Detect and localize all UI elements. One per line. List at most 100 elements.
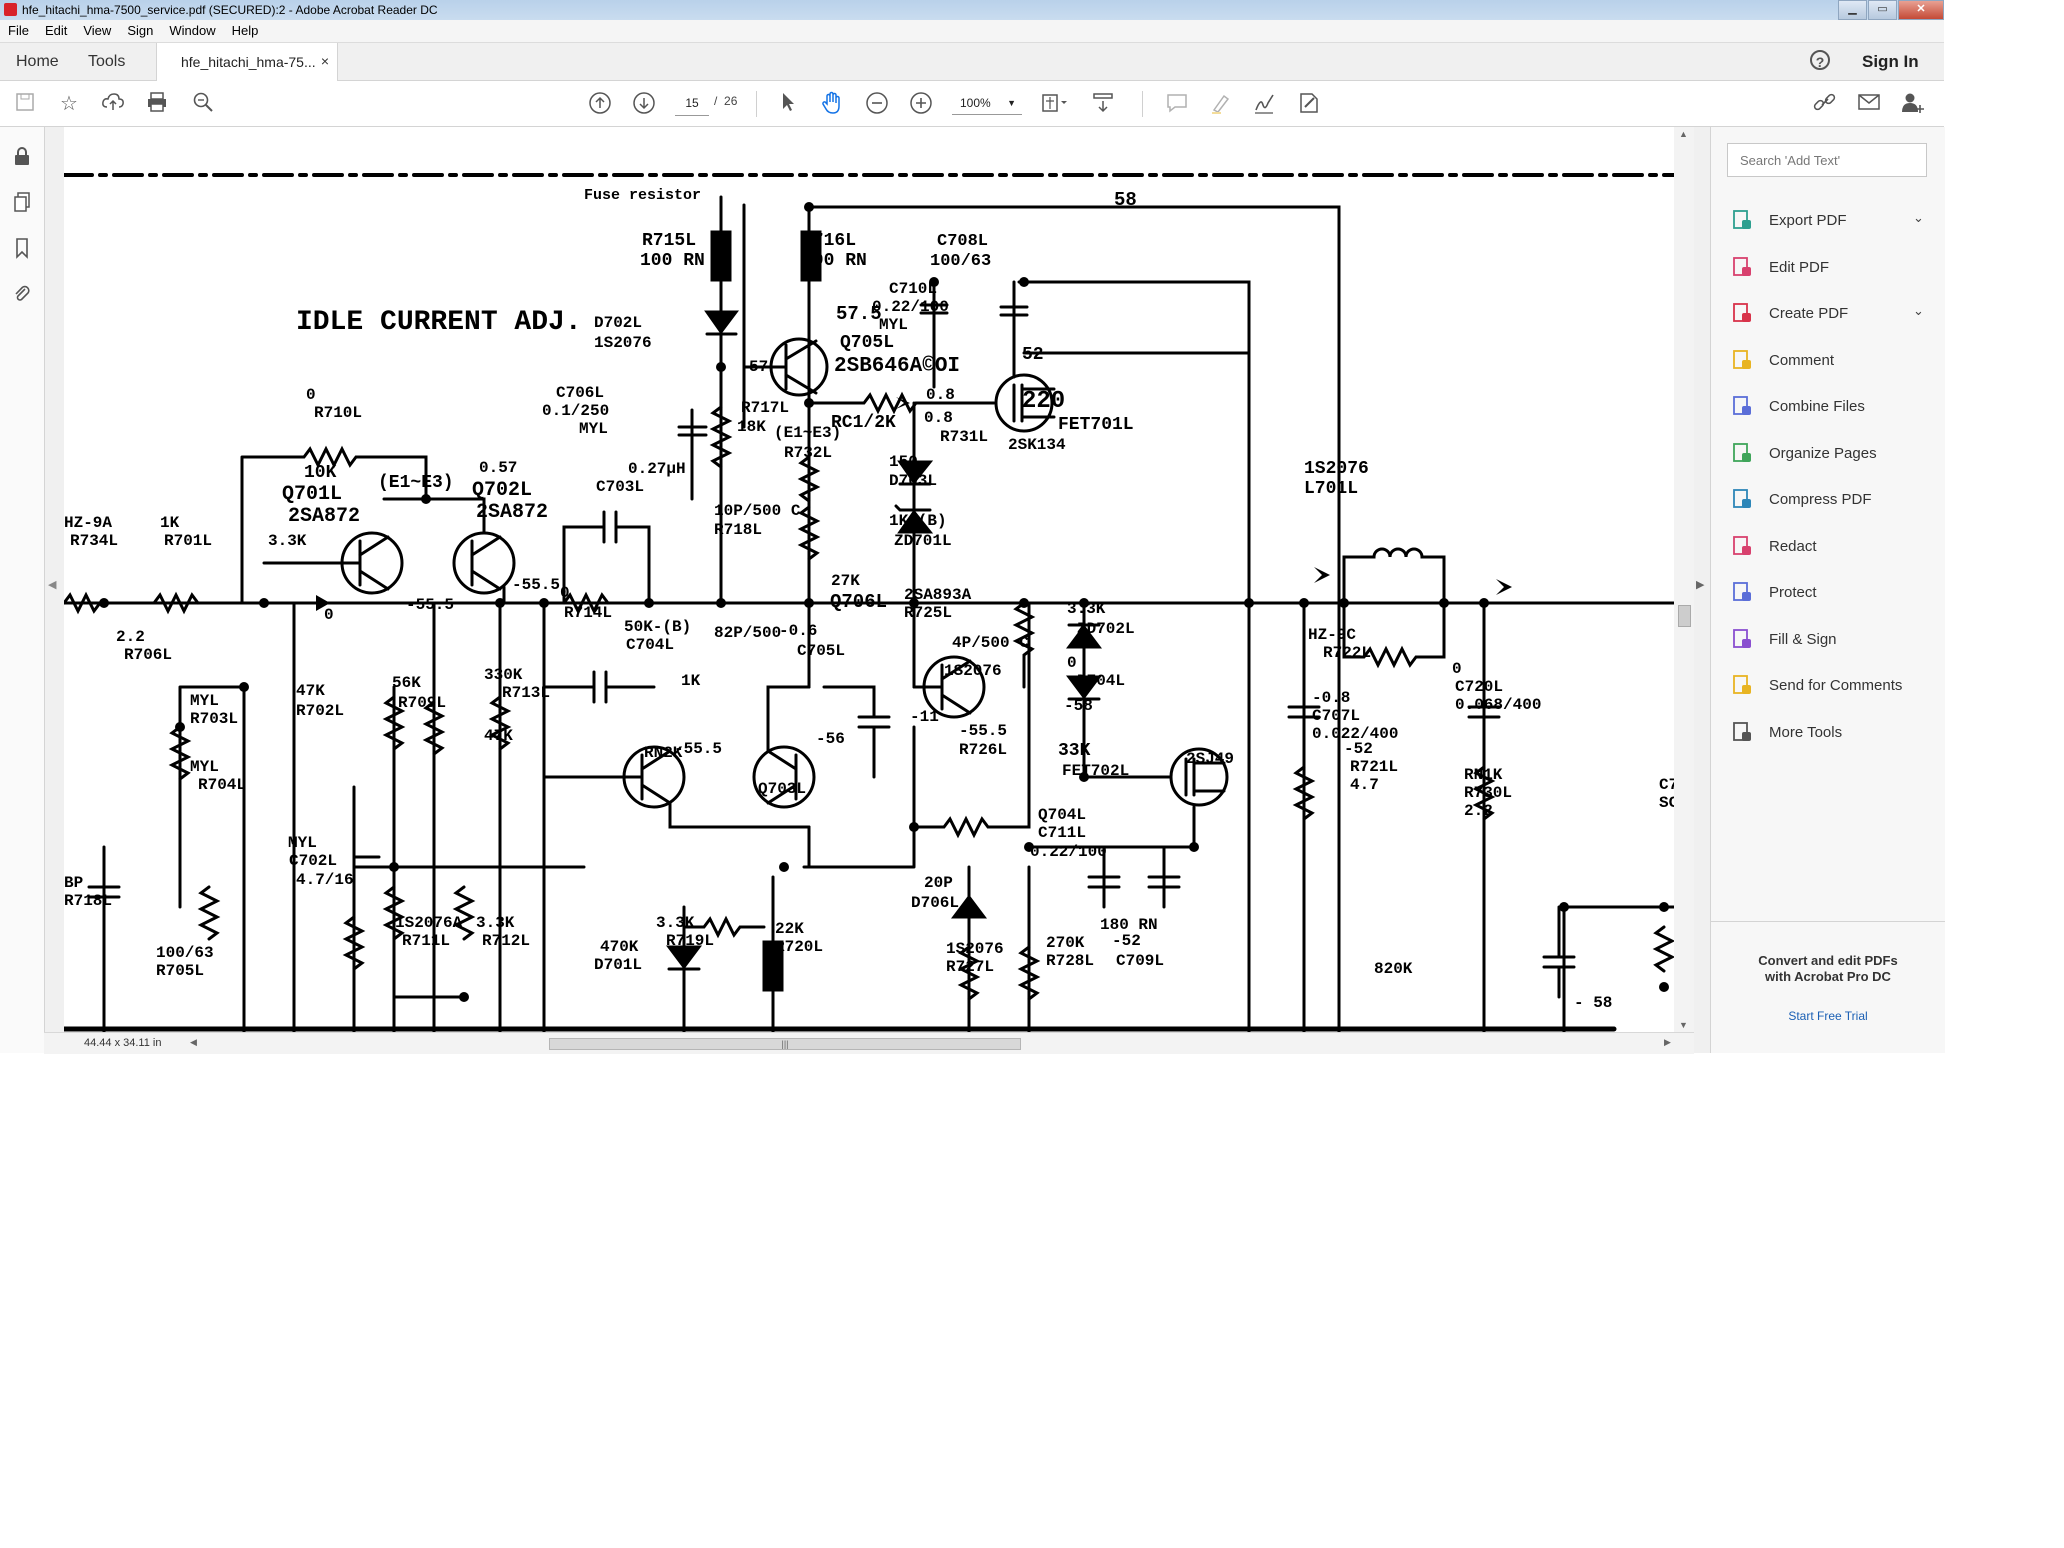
maximize-button[interactable]: ▭ [1868, 0, 1897, 20]
schematic-label: 0.1/250 [542, 402, 609, 420]
tool-create-pdf[interactable]: Create PDF⌄ [1731, 294, 1941, 334]
menu-help[interactable]: Help [231, 23, 259, 38]
comment-icon[interactable] [1164, 91, 1190, 117]
schematic-label: D701L [594, 956, 642, 974]
close-tab-icon[interactable]: × [320, 53, 329, 69]
schematic-label: SC [1659, 794, 1674, 812]
vertical-scrollbar[interactable]: ▲ ▼ [1674, 127, 1694, 1032]
zoom-out-icon[interactable] [864, 91, 890, 117]
start-free-trial-link[interactable]: Start Free Trial [1788, 1009, 1868, 1023]
menu-sign[interactable]: Sign [127, 23, 154, 38]
help-icon[interactable]: ? [1810, 50, 1830, 70]
tool-organize-pages[interactable]: Organize Pages [1731, 434, 1941, 474]
vertical-scroll-thumb[interactable] [1678, 605, 1691, 627]
close-window-button[interactable]: ✕ [1898, 0, 1944, 20]
tool-combine-files[interactable]: Combine Files [1731, 387, 1941, 427]
scroll-right-icon[interactable]: ▶ [1664, 1037, 1671, 1047]
compress-pdf-icon [1731, 488, 1753, 510]
tool-search-input[interactable]: Search 'Add Text' [1727, 143, 1927, 177]
page-down-icon[interactable] [631, 91, 657, 117]
highlight-icon[interactable] [1208, 91, 1234, 117]
tool-comment[interactable]: Comment [1731, 341, 1941, 381]
schematic-label: BP [64, 874, 83, 892]
schematic-label: RN2K [644, 744, 683, 762]
star-icon[interactable]: ☆ [60, 93, 78, 115]
schematic-label: 0.57 [479, 459, 517, 477]
schematic-label: 2SJ49 [1186, 750, 1234, 768]
tab-home[interactable]: Home [16, 53, 59, 70]
chevron-down-icon[interactable]: ⌄ [1913, 210, 1924, 225]
schematic-label: R730L [1464, 784, 1512, 802]
menu-file[interactable]: File [8, 23, 29, 38]
menu-view[interactable]: View [83, 23, 112, 38]
menu-edit[interactable]: Edit [44, 23, 68, 38]
zoom-level-select[interactable]: 100%▼ [952, 91, 1022, 115]
schematic-label: 58 [1114, 189, 1137, 211]
fit-page-icon[interactable] [1040, 91, 1067, 117]
tool-protect[interactable]: Protect [1731, 573, 1941, 613]
share-link-icon[interactable] [1812, 91, 1838, 117]
tool-send-for-comments[interactable]: Send for Comments [1731, 666, 1941, 706]
bookmark-icon[interactable] [10, 237, 34, 261]
schematic-label: 47K [484, 727, 513, 745]
hand-icon[interactable] [819, 91, 845, 117]
schematic-label: 0 [324, 606, 334, 624]
tool-label: Redact [1769, 537, 1817, 555]
expand-right-pane-icon[interactable]: ▶ [1696, 579, 1705, 591]
sign-icon[interactable] [1252, 91, 1278, 117]
menu-window[interactable]: Window [169, 23, 216, 38]
collapse-left-pane-icon[interactable]: ◀ [48, 579, 57, 591]
schematic-label: Q706L [830, 591, 887, 613]
tool-compress-pdf[interactable]: Compress PDF [1731, 480, 1941, 520]
page-thumbnails-icon[interactable] [10, 191, 34, 215]
menu-bar: File Edit View Sign Window Help [0, 20, 1944, 43]
zoom-in-icon[interactable] [908, 91, 934, 117]
add-user-icon[interactable] [1900, 91, 1926, 117]
scroll-left-icon[interactable]: ◀ [190, 1037, 197, 1047]
scroll-mode-icon[interactable] [1090, 91, 1116, 117]
schematic-label: D706L [911, 894, 959, 912]
current-page-input[interactable]: 15 [675, 91, 709, 116]
schematic-label: D702L [594, 314, 642, 332]
zoom-search-icon[interactable] [190, 91, 216, 117]
tool-label: Organize Pages [1769, 444, 1877, 462]
schematic-label: 50K-(B) [624, 618, 691, 636]
horizontal-scrollbar[interactable]: 44.44 x 34.11 in ◀ ||| ▶ [44, 1032, 1694, 1054]
lock-icon[interactable] [10, 145, 34, 169]
print-icon[interactable] [144, 91, 170, 117]
tool-edit-pdf[interactable]: Edit PDF [1731, 248, 1941, 288]
tool-label: Combine Files [1769, 398, 1865, 415]
panel-divider [1711, 921, 1945, 922]
tab-document[interactable]: hfe_hitachi_hma-75... × [156, 43, 338, 81]
schematic-label: IDLE CURRENT ADJ. [296, 307, 582, 338]
chevron-down-icon[interactable]: ⌄ [1913, 303, 1924, 318]
schematic-label: FET701L [1058, 415, 1134, 435]
minimize-button[interactable]: ▁ [1838, 0, 1867, 20]
toolbar-divider [1142, 91, 1143, 117]
fill-icon[interactable] [1296, 91, 1322, 117]
acrobat-window: hfe_hitachi_hma-7500_service.pdf (SECURE… [0, 0, 1945, 1054]
page-up-icon[interactable] [587, 91, 613, 117]
schematic-label: C704L [626, 636, 674, 654]
horizontal-scroll-thumb[interactable]: ||| [549, 1038, 1021, 1050]
scroll-up-icon[interactable]: ▲ [1679, 129, 1688, 139]
schematic-label: 18K [737, 418, 766, 436]
protect-icon [1731, 581, 1753, 603]
tab-tools[interactable]: Tools [88, 53, 126, 70]
tool-fill-sign[interactable]: Fill & Sign [1731, 620, 1941, 660]
tool-redact[interactable]: Redact [1731, 527, 1941, 567]
schematic-label: -52 [1112, 932, 1141, 950]
save-icon[interactable] [12, 91, 38, 117]
schematic-label: 3.3K [476, 914, 515, 932]
sign-in-button[interactable]: Sign In [1862, 52, 1919, 71]
tool-export-pdf[interactable]: Export PDF⌄ [1731, 201, 1941, 241]
select-arrow-icon[interactable] [775, 91, 801, 117]
email-icon[interactable] [1856, 91, 1882, 117]
scroll-down-icon[interactable]: ▼ [1679, 1020, 1688, 1030]
upload-icon[interactable] [100, 91, 126, 117]
attachment-icon[interactable] [10, 283, 34, 307]
schematic-label: 0 [1067, 654, 1077, 672]
tool-more-tools[interactable]: More Tools [1731, 713, 1941, 753]
page-separator: / [714, 94, 718, 108]
